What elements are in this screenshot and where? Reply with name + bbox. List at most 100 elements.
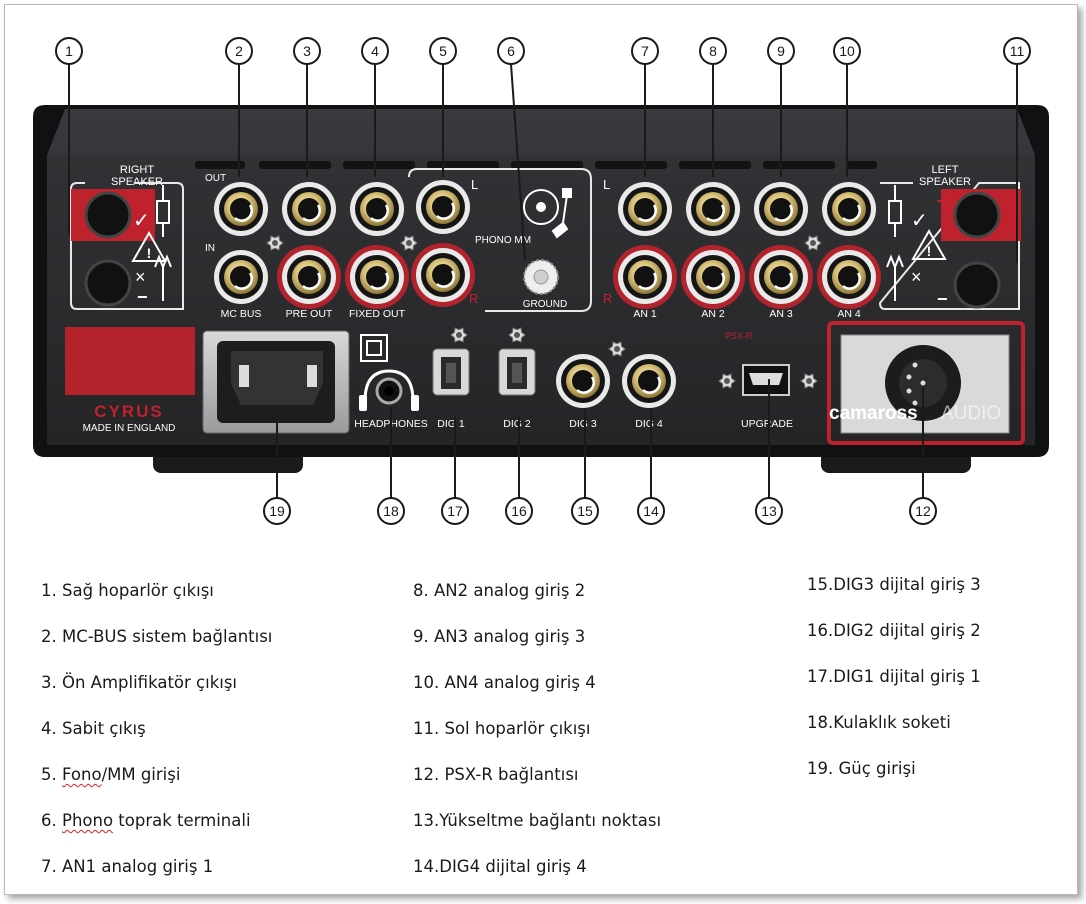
pre-out-label: PRE OUT [286,308,333,320]
legend-item-7: 7. AN1 analog giriş 1 [41,857,214,876]
rca-pre-out-right [277,245,341,309]
upgrade-label: UPGRADE [741,418,793,430]
svg-text:5: 5 [439,43,447,59]
screw-2 [400,235,418,251]
dig4-label: DIG 4 [635,418,663,430]
brand-plate: CYRUS MADE IN ENGLAND [65,327,195,434]
speaker-outline-boxes [70,182,1020,310]
callout-19: 19 [263,423,291,525]
svg-text:2: 2 [235,43,243,59]
callout-7: 7 [631,37,659,177]
legend-item-14: 14.DIG4 dijital giriş 4 [413,857,587,876]
svg-text:6: 6 [507,43,515,59]
amplifier-rear-panel-diagram: RIGHT SPEAKER + − ! ✓ × LEFT SPEAKER + [33,37,1049,525]
legend-item-10: 10. AN4 analog giriş 4 [413,673,596,692]
legend-item-12: 12. PSX-R bağlantısı [413,765,579,784]
screw-7 [718,373,736,389]
left-speaker-label-line2: SPEAKER [919,176,971,188]
in-label: IN [205,243,215,254]
usb-upgrade-port: UPGRADE [741,364,793,430]
svg-text:4: 4 [371,43,379,59]
legend-item-4: 4. Sabit çıkış [41,719,146,738]
headphone-jack: HEADPHONES [354,369,428,430]
out-label: OUT [205,173,226,184]
right-speaker-terminals: RIGHT SPEAKER + − ! ✓ × [71,164,172,307]
legend-item-1: 1. Sağ hoparlör çıkışı [41,581,214,600]
svg-text:!: ! [147,245,152,261]
callout-11: 11 [1003,37,1031,263]
dig2-label: DIG 2 [503,418,531,430]
legend-item-8: 8. AN2 analog giriş 2 [413,581,586,600]
fixed-out-label: FIXED OUT [349,308,406,320]
mc-bus-label: MC BUS [221,308,262,320]
left-channel-label: L [471,177,478,192]
legend-item-19: 19. Güç girişi [807,759,916,778]
legend-item-11: 11. Sol hoparlör çıkışı [413,719,591,738]
ventilation-slots [195,161,877,169]
callout-16: 16 [505,415,533,525]
ground-terminal: GROUND [523,259,567,310]
check-icon: ✓ [911,210,928,232]
right-channel-label: R [603,291,612,306]
callout-2: 2 [225,37,253,177]
callout-1: 1 [55,37,83,235]
an2-label: AN 2 [701,308,725,320]
an4-label: AN 4 [837,308,861,320]
rca-dig3-coaxial [556,354,610,408]
dig3-label: DIG 3 [569,418,597,430]
screw-5 [508,327,526,343]
svg-text:−: − [137,287,148,307]
watermark-left: camaross [829,403,918,424]
phono-outline [417,168,592,312]
left-speaker-terminals: LEFT SPEAKER + − ! ✓ × [886,164,1021,309]
power-inlet [202,330,350,434]
screw-4 [450,327,468,343]
rca-an3-right [749,245,813,309]
cross-icon: × [911,267,922,287]
svg-text:15: 15 [577,503,593,519]
callout-3: 3 [293,37,321,177]
rca-an1-right [613,245,677,309]
legend-item-5: 5. Fono/MM girişi [41,765,181,784]
callout-14: 14 [637,409,665,525]
svg-text:3: 3 [303,43,311,59]
svg-text:10: 10 [839,43,855,59]
svg-text:!: ! [927,243,932,259]
left-speaker-plus-terminal [953,191,1001,239]
svg-text:12: 12 [915,503,931,519]
rca-mc-bus-out [214,182,268,236]
rca-an3-left [754,182,808,236]
rca-an4-left [822,182,876,236]
rca-an2-right [681,245,745,309]
screw-6 [608,341,626,357]
svg-text:18: 18 [383,503,399,519]
svg-text:1: 1 [65,43,73,59]
callout-18: 18 [377,407,405,525]
legend-item-13: 13.Yükseltme bağlantı noktası [413,811,662,830]
psx-r-label: PSX-R [725,331,753,341]
left-channel-label: L [603,177,610,192]
right-channel-label: R [469,291,478,306]
svg-text:11: 11 [1010,43,1025,59]
brand-logo: CYRUS [94,402,164,421]
screw-3 [804,235,822,251]
svg-text:19: 19 [269,503,285,519]
svg-text:9: 9 [777,43,785,59]
psx-r-connector: PSX-R [725,321,1025,445]
right-speaker-label-line2: SPEAKER [111,176,163,188]
legend-item-2: 2. MC-BUS sistem bağlantısı [41,627,273,646]
phono-mm-label: PHONO MM [475,235,531,246]
rca-phono-right [411,243,475,307]
warning-icon [131,230,167,262]
callout-13: 13 [755,379,783,525]
left-speaker-minus-terminal [953,261,1001,309]
an3-label: AN 3 [769,308,793,320]
callout-17: 17 [441,415,469,525]
rca-an2-left [686,182,740,236]
rca-pre-out-left [282,182,336,236]
legend-item-6: 6. Phono toprak terminali [41,811,251,830]
callout-9: 9 [767,37,795,177]
left-speaker-label-line1: LEFT [932,164,959,176]
rca-dig4-coaxial [622,354,676,408]
